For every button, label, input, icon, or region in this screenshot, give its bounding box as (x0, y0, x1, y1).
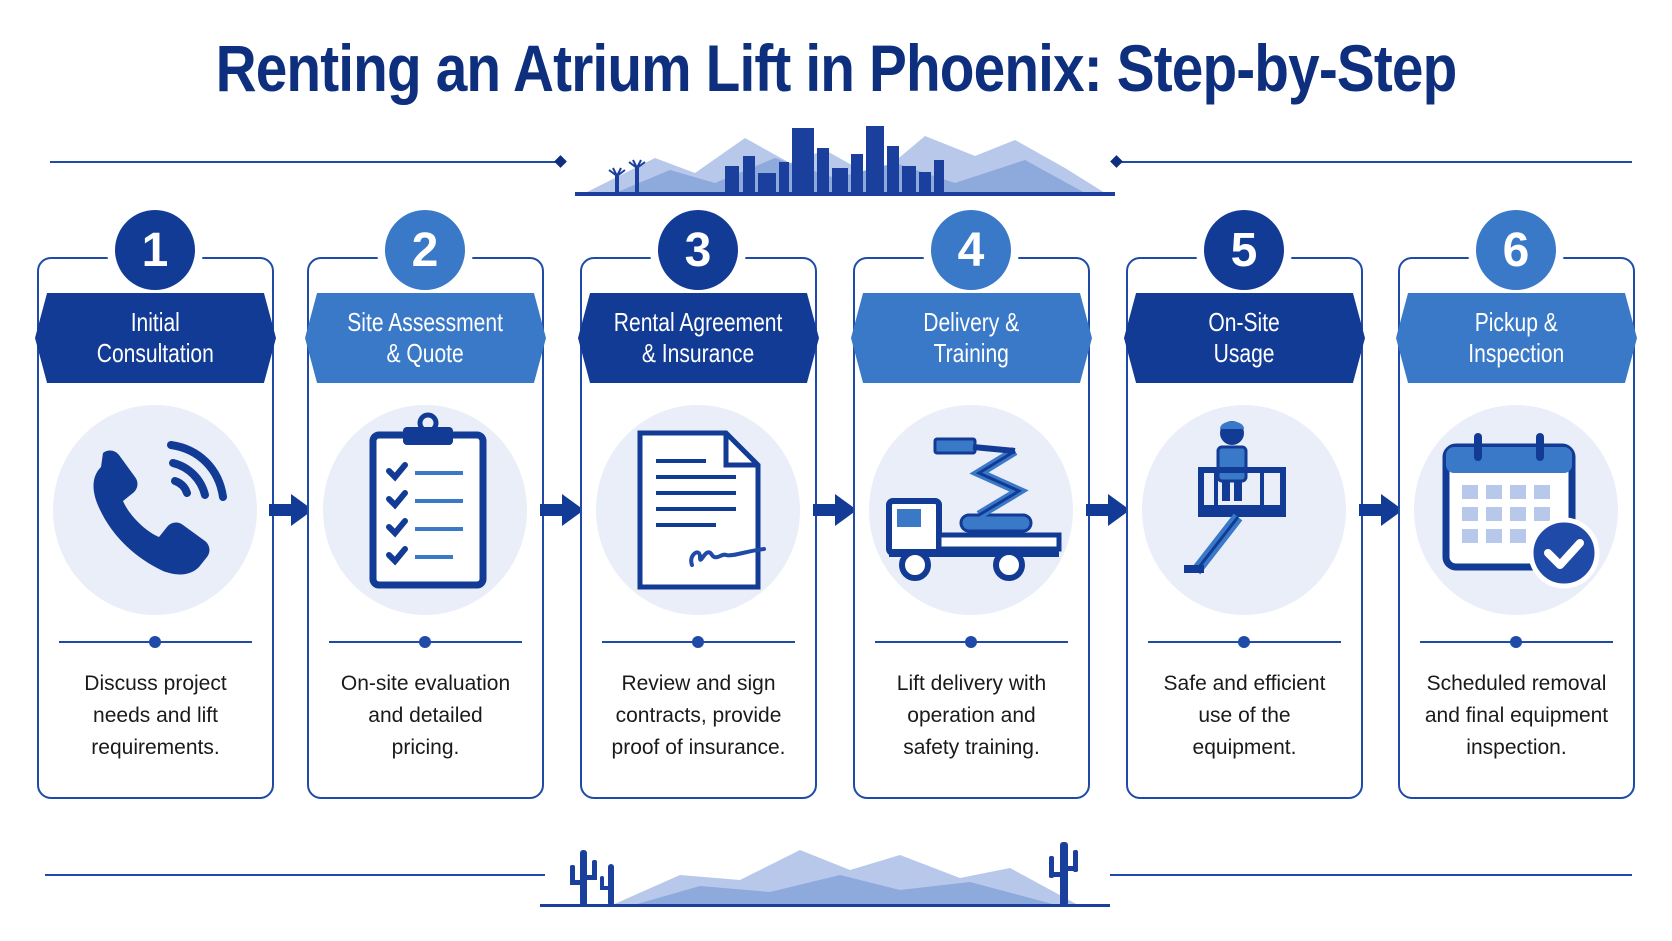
arrow-right-icon (813, 494, 857, 526)
step-title-line: Delivery & (923, 307, 1020, 337)
step-description-line: and final equipment (1424, 704, 1609, 727)
worker-on-lift-icon (1142, 405, 1346, 620)
phoenix-skyline-illustration (575, 126, 1115, 196)
step-icon-background (53, 405, 257, 615)
step-number-badge: 1 (115, 210, 195, 290)
step-divider-dot (965, 636, 977, 648)
top-rule-left (50, 161, 560, 163)
step-title-line: On-Site (1208, 307, 1281, 337)
step-description-line: Scheduled removal (1426, 672, 1607, 695)
step-number-badge: 6 (1476, 210, 1556, 290)
step-description: Discuss project needs and lift requirement… (37, 668, 274, 764)
step-description: Scheduled removal and final equipment insp… (1398, 668, 1635, 764)
step-description: Safe and efficient use of the equipment. (1126, 668, 1363, 764)
step-description-line: Discuss project (84, 672, 227, 695)
arrow-right-icon (268, 494, 313, 526)
clipboard-checklist-icon (323, 405, 527, 620)
delivery-truck-lift-icon (869, 405, 1073, 620)
step-divider-dot (419, 636, 431, 648)
step-title-line: Initial (130, 307, 181, 337)
step-number-badge: 5 (1204, 210, 1284, 290)
top-rule-left-diamond (554, 155, 567, 168)
step-title-line: Inspection (1468, 338, 1565, 368)
step-description: On-site evaluation and detailed pricing. (307, 668, 544, 764)
step-description-line: Safe and efficient (1163, 672, 1326, 695)
desert-mountains-illustration (540, 842, 1110, 907)
step-title-line: Rental Agreement (614, 307, 783, 337)
step-number-badge: 4 (931, 210, 1011, 290)
phone-icon (53, 405, 257, 620)
step-description-line: On-site evaluation (340, 672, 511, 695)
step-description-line: needs and lift (93, 704, 218, 727)
step-description-line: and detailed (368, 704, 483, 727)
step-divider-dot (1510, 636, 1522, 648)
step-description-line: use of the (1198, 704, 1291, 727)
step-title-line: Site Assessment (347, 307, 504, 337)
step-description-line: contracts, provide (615, 704, 782, 727)
step-title-line: Pickup & (1474, 307, 1559, 337)
step-description-line: equipment. (1192, 736, 1297, 759)
step-description-line: requirements. (91, 736, 220, 759)
step-description-line: safety training. (903, 736, 1040, 759)
step-title-banner: Site Assessment& Quote (305, 293, 546, 383)
step-description: Review and sign contracts, provide proof o… (580, 668, 817, 764)
step-title-line: Training (933, 338, 1010, 368)
step-description-line: proof of insurance. (611, 736, 786, 759)
step-title-banner: Rental Agreement& Insurance (578, 293, 819, 383)
step-title-line: Usage (1214, 338, 1275, 368)
step-description-line: inspection. (1466, 736, 1567, 759)
step-title-line: & Insurance (642, 338, 755, 368)
step-title-line: Consultation (96, 338, 215, 368)
top-rule-right (1117, 161, 1632, 163)
arrow-right-icon (1086, 494, 1130, 526)
bottom-rule-left (45, 874, 545, 876)
step-number-badge: 3 (658, 210, 738, 290)
step-description-line: pricing. (391, 736, 460, 759)
step-title-banner: Pickup &Inspection (1396, 293, 1637, 383)
step-number-badge: 2 (385, 210, 465, 290)
step-description-line: Lift delivery with (896, 672, 1047, 695)
step-title-line: & Quote (386, 338, 465, 368)
step-divider-dot (1238, 636, 1250, 648)
step-description-line: Review and sign (621, 672, 776, 695)
step-description-line: operation and (907, 704, 1036, 727)
step-description: Lift delivery with operation and safety tr… (853, 668, 1090, 764)
step-divider-dot (149, 636, 161, 648)
signed-document-icon (596, 405, 800, 620)
arrow-right-icon (1358, 494, 1403, 526)
arrow-right-icon (540, 494, 584, 526)
step-divider-dot (692, 636, 704, 648)
calendar-check-icon (1414, 405, 1618, 620)
bottom-rule-right (1110, 874, 1632, 876)
step-title-banner: Delivery &Training (851, 293, 1092, 383)
page-title: Renting an Atrium Lift in Phoenix: Step-… (215, 31, 1458, 105)
